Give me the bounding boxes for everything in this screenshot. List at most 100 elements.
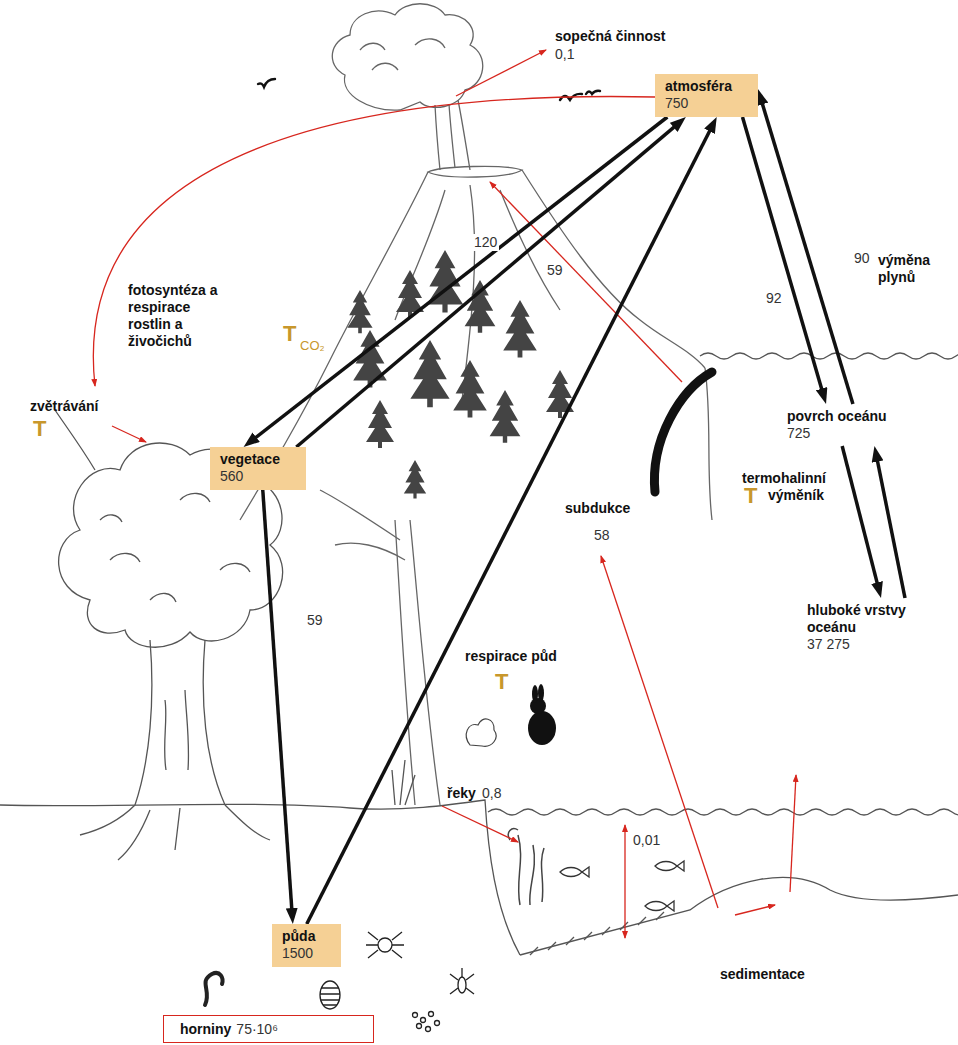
pool-amount: 560 (220, 468, 280, 485)
minor-flux-arrows (624, 825, 625, 938)
flux-value: 92 (764, 290, 784, 307)
rock-pool-box: horniny75·10⁶ (163, 1015, 374, 1043)
minor-flux-arrows (93, 97, 655, 386)
background-tree (320, 490, 440, 805)
process-label: sopečná činnost (555, 28, 665, 45)
conifer-forest (347, 290, 372, 333)
process-label: zvětrávání (30, 398, 98, 415)
pool-name: hluboké vrstvy oceánu (807, 602, 919, 636)
soil-creatures (429, 1012, 434, 1017)
conifer-forest (490, 390, 521, 443)
flux-arrow (762, 102, 853, 404)
rabbit (532, 685, 538, 703)
flux-arrow (842, 446, 877, 584)
pool-amount: 37 275 (807, 636, 919, 653)
soil-creatures (320, 981, 340, 1009)
ground-and-shore (530, 912, 664, 955)
flux-arrow (877, 460, 905, 598)
conifer-forest (453, 360, 487, 418)
pool-name: atmosféra (665, 78, 732, 95)
birds (586, 91, 600, 94)
pool-name: povrch oceánu (787, 408, 887, 425)
flux-arrow (307, 129, 711, 924)
flux-value: 59 (545, 262, 565, 279)
volcano-outline (240, 166, 712, 520)
background-tree (395, 520, 440, 805)
flux-value: 90 (852, 250, 872, 267)
conifer-forest (503, 300, 537, 358)
flux-arrow (296, 126, 675, 447)
carbon-pool-box: vegetace560 (210, 447, 306, 490)
pool-name: horniny (180, 1021, 231, 1038)
flux-arrow (255, 117, 668, 438)
ground-and-shore (0, 760, 958, 955)
flux-arrows (255, 102, 905, 924)
deciduous-tree (80, 805, 270, 860)
ground-and-shore (0, 800, 520, 955)
process-label: subdukce (565, 500, 630, 517)
volcano-outline (705, 368, 712, 520)
minor-flux-arrows (601, 556, 718, 908)
fish (560, 867, 589, 877)
rabbit (530, 698, 546, 714)
birds (258, 79, 600, 100)
co2-subscript: CO₂ (300, 338, 325, 353)
temperature-symbol: T (495, 670, 508, 694)
pool-amount: 750 (665, 95, 732, 112)
soil-creatures (378, 938, 392, 952)
soil-creatures (450, 968, 474, 994)
soil-creatures (205, 973, 223, 1005)
soil-creatures (366, 932, 404, 958)
flux-arrow (742, 117, 822, 391)
soil-creatures (421, 1018, 426, 1023)
rabbit (528, 711, 556, 745)
carbon-pool: povrch oceánu725 (783, 404, 891, 446)
background-tree (320, 490, 405, 560)
water-surface (700, 353, 958, 359)
minor-flux-arrows (93, 50, 796, 938)
soil-creatures (435, 1021, 440, 1026)
water-surface (488, 353, 958, 815)
subduction-plate (654, 372, 712, 492)
volcano-outline (428, 166, 522, 177)
ground-and-shore (520, 877, 958, 955)
carbon-pool-box: půda1500 (272, 924, 341, 967)
pool-name: půda (282, 928, 315, 945)
flux-value: 58 (592, 527, 612, 544)
flux-arrow (263, 490, 292, 910)
deciduous-tree (165, 690, 189, 770)
rabbit (466, 684, 556, 746)
rabbit (466, 719, 496, 746)
ground-and-shore (392, 760, 415, 805)
pool-name: vegetace (220, 451, 280, 468)
process-label: výměna plynů (878, 252, 950, 286)
minor-flux-arrows (490, 182, 682, 382)
minor-flux-arrows (790, 775, 796, 892)
temperature-symbol: T (33, 417, 46, 441)
carbon-pool-box: atmosféra750 (655, 74, 758, 117)
deciduous-tree (135, 640, 225, 805)
conifer-forest (404, 460, 426, 498)
volcano-plume (332, 4, 482, 170)
conifer-forest (546, 370, 574, 418)
fish (645, 901, 674, 911)
volcano-outline (522, 170, 705, 368)
soil-creatures (413, 1013, 418, 1018)
minor-flux-arrows (112, 426, 146, 442)
minor-flux-arrows (735, 905, 775, 915)
pool-amount: 725 (787, 425, 887, 442)
process-label: respirace půd (465, 648, 557, 665)
process-label: řeky (447, 785, 476, 802)
seaweed (518, 835, 544, 905)
deciduous-tree (55, 410, 95, 470)
flux-value: 0,01 (633, 832, 660, 849)
water-surface (488, 809, 958, 815)
process-label: sedimentace (720, 966, 805, 983)
soil-creatures (417, 1024, 422, 1029)
flux-value: 0,1 (555, 46, 574, 63)
soil-creatures (426, 1027, 431, 1032)
